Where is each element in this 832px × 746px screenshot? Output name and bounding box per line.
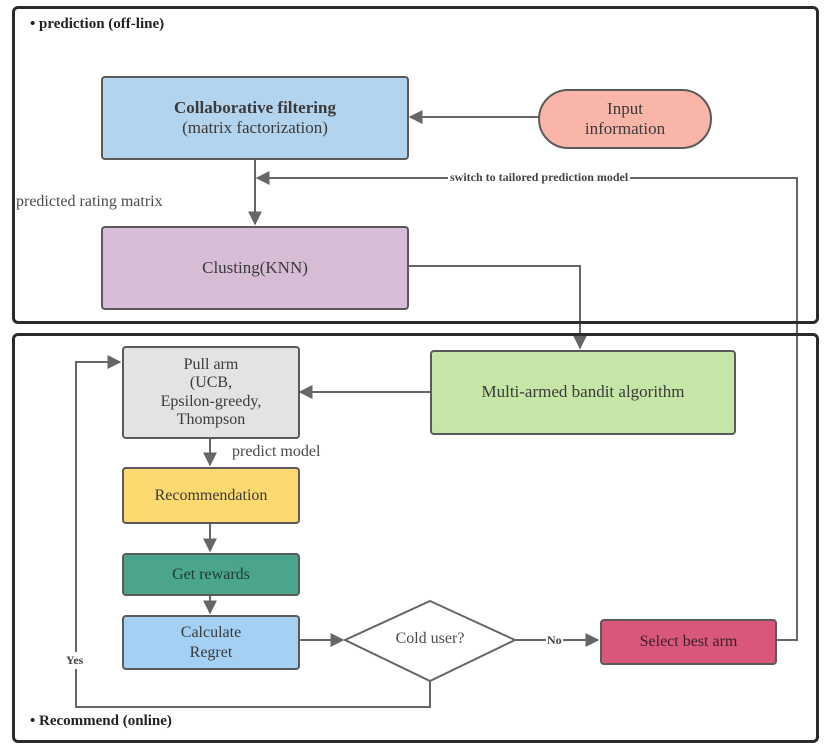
edge-clustering-to-mab bbox=[407, 265, 587, 350]
pull-arm-line4: Thompson bbox=[176, 410, 246, 428]
edge-colduser-yes-loop bbox=[75, 355, 431, 708]
select-best-arm-node: Select best arm bbox=[600, 619, 777, 665]
online-frame bbox=[12, 333, 819, 743]
online-section-title: • Recommend (online) bbox=[30, 713, 172, 729]
offline-frame bbox=[12, 6, 819, 324]
clustering-label: Clusting(KNN) bbox=[202, 257, 308, 277]
pull-arm-line3: Epsilon-greedy, bbox=[160, 392, 262, 410]
clustering-node: Clusting(KNN) bbox=[101, 226, 409, 310]
collaborative-filtering-node: Collaborative filtering (matrix factoriz… bbox=[101, 76, 409, 160]
get-rewards-label: Get rewards bbox=[172, 565, 250, 583]
pull-arm-node: Pull arm (UCB, Epsilon-greedy, Thompson bbox=[122, 346, 300, 439]
get-rewards-node: Get rewards bbox=[122, 553, 300, 596]
pull-arm-line2: (UCB, bbox=[189, 374, 233, 392]
input-line1: Input bbox=[607, 98, 643, 118]
no-label: No bbox=[546, 633, 563, 648]
calc-line2: Regret bbox=[189, 643, 233, 661]
multi-armed-bandit-node: Multi-armed bandit algorithm bbox=[430, 350, 736, 435]
select-best-label: Select best arm bbox=[639, 633, 738, 651]
offline-section-title: • prediction (off-line) bbox=[30, 16, 165, 32]
yes-label: Yes bbox=[64, 652, 86, 669]
cold-user-diamond bbox=[342, 599, 518, 683]
pull-arm-line1: Pull arm bbox=[183, 355, 239, 373]
input-line2: information bbox=[584, 119, 666, 138]
predict-model-label: predict model bbox=[232, 443, 321, 460]
collab-subtitle: (matrix factorization) bbox=[182, 118, 328, 137]
recommendation-label: Recommendation bbox=[154, 486, 268, 504]
recommendation-node: Recommendation bbox=[122, 467, 300, 524]
calc-line1: Calculate bbox=[180, 624, 242, 642]
cold-user-label: Cold user? bbox=[395, 630, 465, 647]
predicted-rating-label: predicted rating matrix bbox=[16, 193, 163, 210]
calculate-regret-node: Calculate Regret bbox=[122, 615, 300, 670]
switch-model-label: switch to tailored prediction model bbox=[448, 170, 631, 185]
input-information-node: Input information bbox=[538, 89, 712, 149]
mab-label: Multi-armed bandit algorithm bbox=[481, 382, 685, 402]
collab-title: Collaborative filtering bbox=[174, 97, 336, 117]
